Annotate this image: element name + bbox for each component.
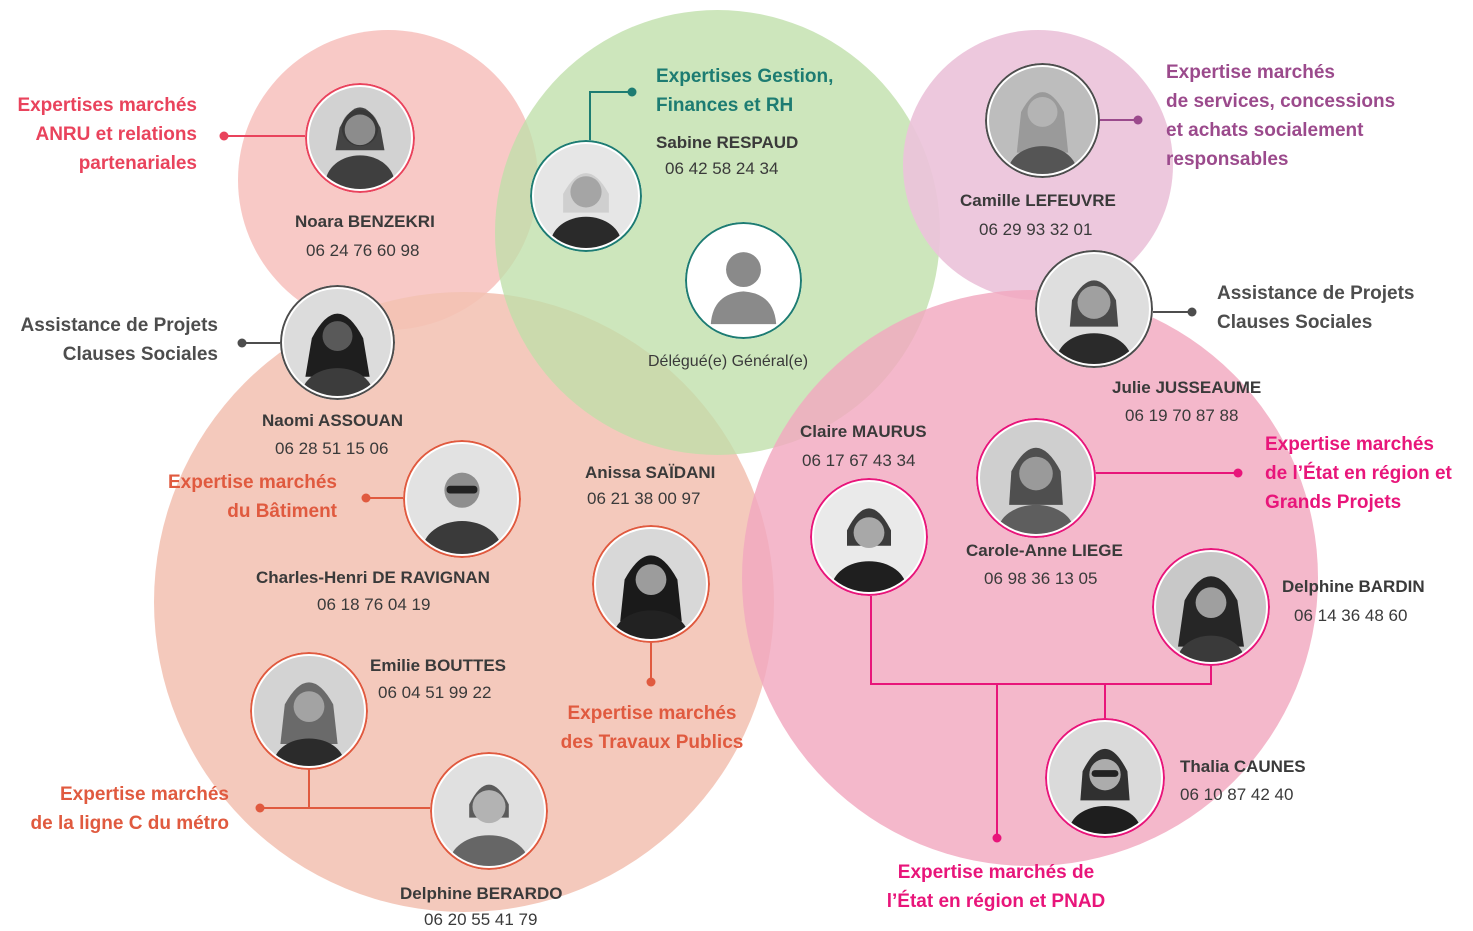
person-name: Naomi ASSOUAN — [262, 411, 404, 430]
person-phone: 06 04 51 99 22 — [378, 683, 492, 702]
person-phone: 06 29 93 32 01 — [979, 220, 1093, 239]
photo-claire-maurus — [810, 478, 928, 596]
person-name: Carole-Anne LIEGE — [966, 541, 1123, 560]
photo-sabine-respaud — [530, 140, 642, 252]
photo-julie-jusseaume — [1035, 250, 1153, 368]
person-name: Camille LEFEUVRE — [960, 191, 1116, 210]
person-name: Claire MAURUS — [800, 422, 927, 441]
person-name: Anissa SAÏDANI — [585, 463, 716, 482]
person-phone: 06 21 38 00 97 — [587, 489, 701, 508]
person-phone: 06 18 76 04 19 — [317, 595, 431, 614]
person-phone: 06 10 87 42 40 — [1180, 785, 1294, 804]
person-phone: 06 17 67 43 34 — [802, 451, 916, 470]
label-gestion: Expertises Gestion,Finances et RH — [656, 66, 834, 116]
photo-camille-lefeuvre — [985, 63, 1100, 178]
photo-naomi-assouan — [280, 285, 395, 400]
person-phone: 06 98 36 13 05 — [984, 569, 1098, 588]
person-name: Delphine BARDIN — [1282, 577, 1425, 596]
photo-delphine-bardin — [1152, 548, 1270, 666]
person-phone: 06 19 70 87 88 — [1125, 406, 1239, 425]
person-phone: 06 14 36 48 60 — [1294, 606, 1408, 625]
person-phone: 06 28 51 15 06 — [275, 439, 389, 458]
person-name: Emilie BOUTTES — [370, 656, 507, 675]
photo-anissa-saidani — [592, 525, 710, 643]
photo-delphine-berardo — [430, 752, 548, 870]
person-name: Thalia CAUNES — [1180, 757, 1306, 776]
photo-thalia-caunes — [1045, 718, 1165, 838]
person-name: Julie JUSSEAUME — [1112, 378, 1262, 397]
person-phone: 06 42 58 24 34 — [665, 159, 779, 178]
photo-charles-henri-de-ravignan — [403, 440, 521, 558]
photo-noara-benzekri — [305, 83, 415, 193]
photo-carole-anne-liege — [976, 418, 1096, 538]
person-phone: 06 20 55 41 79 — [424, 910, 538, 929]
person-name: Delphine BERARDO — [400, 884, 563, 903]
person-name: Charles-Henri DE RAVIGNAN — [256, 568, 490, 587]
general-label: Délégué(e) Général(e) — [648, 353, 809, 370]
photo-delegue-general — [685, 222, 802, 339]
photo-emilie-bouttes — [250, 652, 368, 770]
person-name: Sabine RESPAUD — [656, 133, 799, 152]
person-phone: 06 24 76 60 98 — [306, 241, 420, 260]
person-name: Noara BENZEKRI — [295, 212, 435, 231]
